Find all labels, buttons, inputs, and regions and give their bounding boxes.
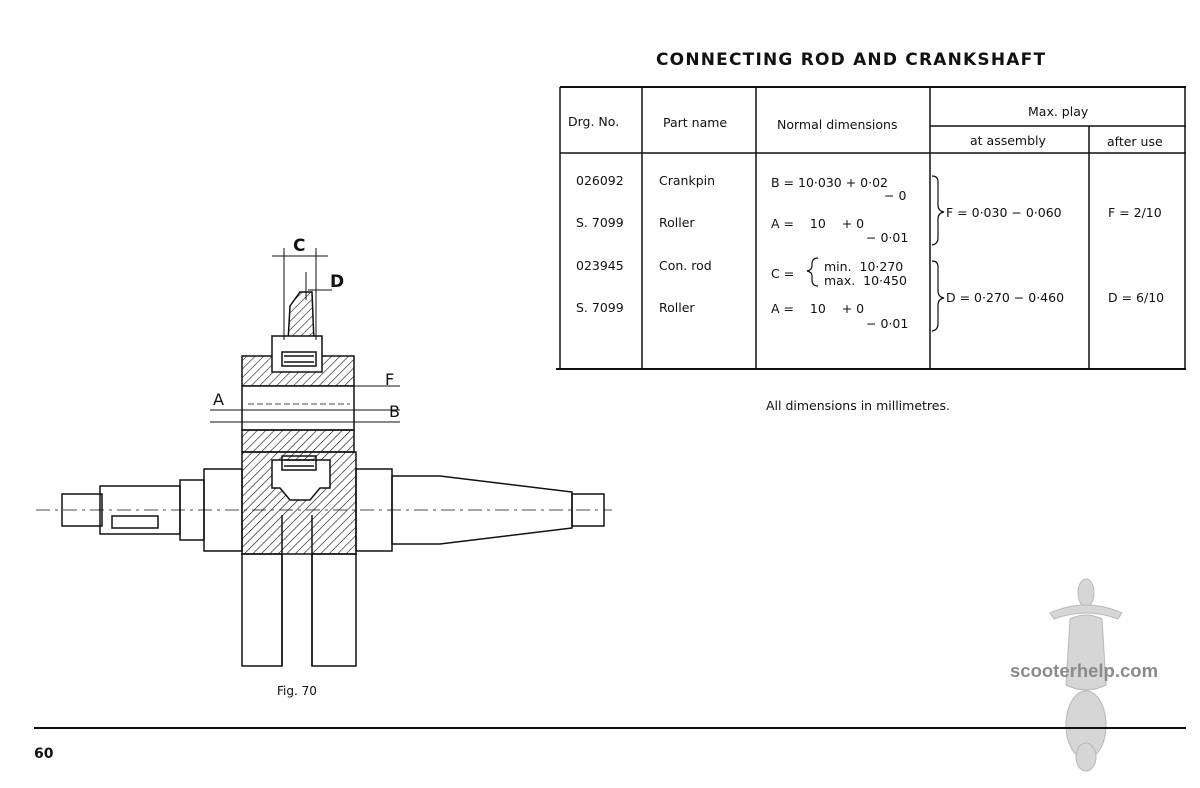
row-1-dim-main: B = 10·030 + 0·02 [771,175,888,190]
row-1-dim-sub: − 0 [884,188,907,203]
label-c: C [293,236,306,256]
row-2-drg-no: S. 7099 [576,215,624,230]
row-4-part: Roller [659,300,695,315]
row-1-drg-no: 026092 [576,173,624,188]
row-3-part: Con. rod [659,258,712,273]
header-part-name: Part name [663,115,728,130]
page-number: 60 [34,746,54,762]
row-4-dim-sub: − 0·01 [866,316,909,331]
header-drg-no: Drg. No. [568,114,620,129]
header-normal-dimensions: Normal dimensions [777,117,898,132]
watermark-text: scooterhelp.com [1010,660,1159,681]
dimensions-note: All dimensions in millimetres. [766,398,950,413]
label-f: F [385,370,395,389]
row-4-drg-no: S. 7099 [576,300,624,315]
row-3-dim-max: max. 10·450 [824,273,907,288]
row-3-dim-prefix: C = [771,266,795,281]
label-d: D [330,272,345,292]
row-2-part: Roller [659,215,695,230]
header-at-assembly: at assembly [970,133,1046,148]
label-b: B [389,402,400,421]
scooter-watermark-icon [1049,578,1123,772]
header-after-use: after use [1107,134,1163,149]
group-1-after-use: F = 2/10 [1108,205,1162,220]
row-2-dim-sub: − 0·01 [866,230,909,245]
figure-caption: Fig. 70 [277,684,317,698]
footer-rule [34,727,1186,729]
group-2-after-use: D = 6/10 [1108,290,1165,305]
row-1-part: Crankpin [659,173,716,188]
row-3-drg-no: 023945 [576,258,624,273]
group-1-at-assembly: F = 0·030 − 0·060 [946,205,1062,220]
row-4-dim-main: A = 10 + 0 [771,301,865,316]
label-a: A [213,390,224,409]
row-3-dim-min: min. 10·270 [824,259,904,274]
row-2-dim-main: A = 10 + 0 [771,216,865,231]
header-max-play: Max. play [1028,104,1089,119]
page-title: CONNECTING ROD AND CRANKSHAFT [656,50,1047,70]
group-2-at-assembly: D = 0·270 − 0·460 [946,290,1065,305]
